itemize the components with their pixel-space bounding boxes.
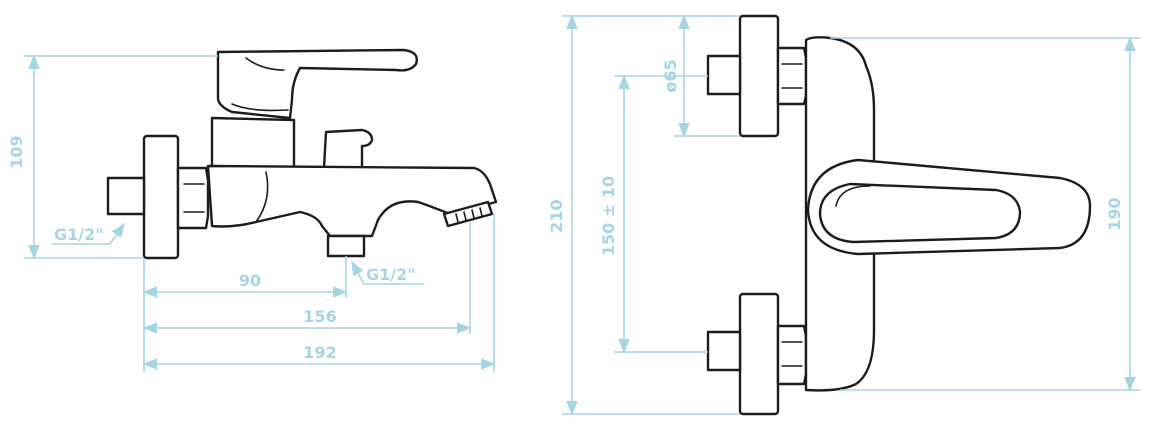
top-inlet-pipe	[706, 54, 742, 96]
top-cover-plate	[738, 14, 780, 138]
nut-facets	[183, 183, 205, 213]
top-nut	[776, 46, 808, 106]
outlet-thread-label: G1/2"	[366, 265, 416, 284]
outlet-connector	[326, 234, 366, 258]
lever-highlight	[835, 185, 871, 207]
inlet-pipe	[106, 176, 146, 216]
dim-spout-reach: 156	[303, 307, 336, 326]
dim-inlet-spacing: 150 ± 10	[599, 176, 618, 256]
front-view: 210 150 ± 10 ø65 190	[547, 14, 1140, 416]
front-lever	[818, 182, 1022, 244]
dim-total-height: 210	[547, 199, 566, 232]
dim-total-depth: 192	[303, 343, 336, 362]
inlet-thread-label: G1/2"	[54, 225, 104, 244]
bottom-inlet-pipe	[706, 330, 742, 372]
lever-joint	[231, 57, 289, 112]
dim-height-label: 109	[7, 135, 26, 168]
main-body	[206, 164, 498, 238]
spout-grille	[455, 207, 483, 223]
bottom-nut-facets	[781, 341, 803, 367]
wall-cover-plate	[142, 134, 180, 260]
hex-nut	[176, 166, 210, 230]
dim-outlet-distance: 90	[239, 271, 261, 290]
body-contour	[255, 171, 269, 223]
side-view: 109 G1/2" G1/2" 90 156 192	[7, 48, 498, 372]
top-nut-facets	[781, 63, 803, 89]
bottom-nut	[776, 324, 808, 386]
diverter-knob	[322, 128, 374, 170]
dim-cover-diameter: ø65	[661, 59, 680, 92]
bottom-cover-plate	[738, 292, 780, 416]
lever-handle	[216, 48, 418, 120]
dim-body-height: 190	[1105, 197, 1124, 230]
cartridge-body	[210, 116, 296, 170]
